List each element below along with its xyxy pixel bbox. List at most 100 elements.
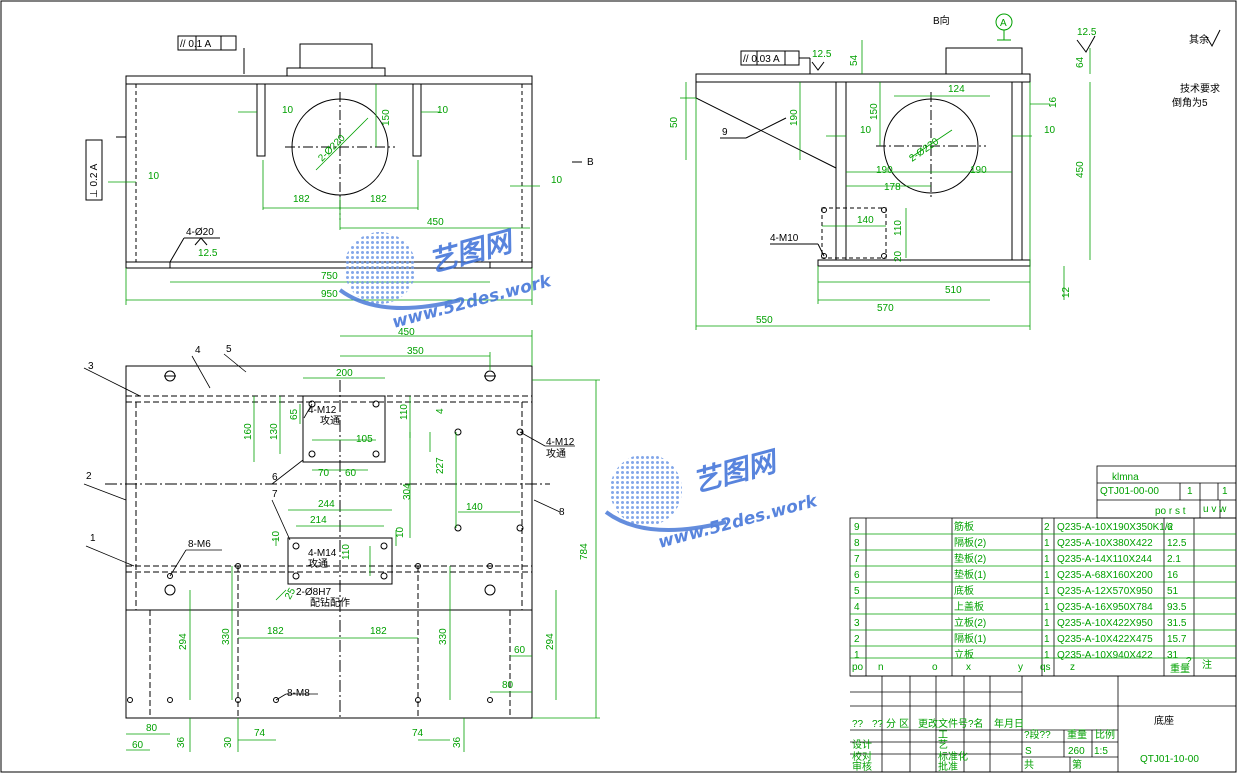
part-weight: 6 bbox=[1167, 522, 1173, 533]
hdr-z: z bbox=[1070, 662, 1075, 673]
part-material: Q235-A-68X160X200 bbox=[1057, 570, 1153, 581]
part-name: 底座 bbox=[1154, 714, 1174, 727]
part-qty: 2 bbox=[1044, 522, 1050, 533]
dim-top-36-r: 36 bbox=[452, 736, 463, 748]
dim-top-25: 25 bbox=[283, 586, 298, 602]
dim-side-570: 570 bbox=[877, 303, 894, 314]
top-dimension-lines bbox=[126, 330, 600, 752]
hdr-o: o bbox=[932, 662, 938, 673]
dim-top-160: 160 bbox=[243, 423, 254, 440]
dim-top-294-r: 294 bbox=[545, 633, 556, 650]
part-weight: 15.7 bbox=[1167, 634, 1187, 645]
dim-front-182-l: 182 bbox=[293, 194, 310, 205]
klmna-label: klmna bbox=[1112, 472, 1139, 483]
tech-title: 技术要求 bbox=[1180, 82, 1220, 95]
top-leaders bbox=[83, 353, 575, 701]
front-base-plate bbox=[125, 261, 533, 269]
dim-side-20: 20 bbox=[893, 250, 904, 262]
leader-4: 4 bbox=[195, 345, 201, 356]
side-rough-top-text: 12.5 bbox=[812, 49, 832, 60]
part-qty: 1 bbox=[1044, 554, 1050, 565]
part-qty: 1 bbox=[1044, 538, 1050, 549]
dim-top-4: 4 bbox=[435, 408, 446, 414]
side-roughness-corner: 12.5 bbox=[1076, 27, 1097, 53]
hdr-n: n bbox=[878, 662, 884, 673]
dim-side-12: 12 bbox=[1061, 286, 1072, 298]
misc-roughness-symbol bbox=[1205, 29, 1221, 48]
weight-value: 260 bbox=[1068, 746, 1085, 757]
dim-top-70: 70 bbox=[318, 468, 330, 479]
part-no: 1 bbox=[854, 650, 860, 661]
title-block bbox=[849, 465, 1237, 773]
side-rib bbox=[695, 82, 837, 169]
thread-m12-a: 4-M12 bbox=[308, 405, 337, 416]
stage-label: ?段?? bbox=[1024, 728, 1051, 741]
part-weight: 2.1 bbox=[1167, 554, 1181, 565]
front-perp-frame: ⊥ 0.2 A bbox=[85, 139, 103, 201]
left-label-1: 校对 bbox=[852, 750, 872, 763]
dim-top-10-a: 10 bbox=[271, 530, 282, 542]
part-weight: 93.5 bbox=[1167, 602, 1187, 613]
part-weight: 51 bbox=[1167, 586, 1179, 597]
leader-1: 1 bbox=[90, 533, 96, 544]
dim-top-60-l: 60 bbox=[132, 740, 144, 751]
dim-front-10-left: 10 bbox=[148, 171, 160, 182]
dim-top-80-l: 80 bbox=[146, 723, 158, 734]
side-pad-hidden bbox=[821, 207, 887, 259]
hdr-y: y bbox=[1018, 662, 1023, 673]
dim-side-190-b: 190 bbox=[970, 165, 987, 176]
dim-top-36-l: 36 bbox=[176, 736, 187, 748]
part-qty: 1 bbox=[1044, 570, 1050, 581]
misc-roughness-label: 其余 bbox=[1189, 33, 1209, 46]
leader-5: 5 bbox=[226, 344, 232, 355]
part-name-cell: 垫板(2) bbox=[954, 552, 986, 565]
section-arrow-b: B bbox=[572, 157, 594, 168]
scale-label: 比例 bbox=[1095, 728, 1115, 741]
part-name-cell: 隔板(1) bbox=[954, 632, 986, 645]
side-rough-corner-text: 12.5 bbox=[1077, 27, 1097, 38]
part-material: Q235-A-14X110X244 bbox=[1057, 554, 1152, 565]
part-material: Q235-A-16X950X784 bbox=[1057, 602, 1153, 613]
front-motor-block bbox=[299, 43, 373, 69]
dim-top-200: 200 bbox=[336, 368, 353, 379]
signature-labels: ?? ?? 分 区 更改文件号 ?名 年月日 设计 校对 审核 工 艺 标准化 … bbox=[852, 717, 1024, 773]
dim-top-74-l: 74 bbox=[254, 728, 266, 739]
part-weight: 12.5 bbox=[1167, 538, 1187, 549]
sig-label-6: 年月日 bbox=[994, 717, 1024, 730]
side-body bbox=[835, 81, 1023, 261]
part-name-cell: 底板 bbox=[954, 584, 974, 597]
part-material: Q235-A-10X422X950 bbox=[1057, 618, 1153, 629]
thread-m12-b-note: 攻通 bbox=[546, 447, 566, 460]
dim-top-214: 214 bbox=[310, 515, 327, 526]
part-no: 3 bbox=[854, 618, 860, 629]
dim-top-330-l: 330 bbox=[221, 628, 232, 645]
dim-top-304: 304 bbox=[402, 483, 413, 500]
dim-top-330-r: 330 bbox=[438, 628, 449, 645]
section-mark-b: B bbox=[587, 157, 594, 168]
dim-side-64: 64 bbox=[1075, 56, 1086, 68]
mid-label-1: 艺 bbox=[938, 739, 948, 751]
part-weight: 16 bbox=[1167, 570, 1179, 581]
watermark-2: 艺图网 www.52des.work bbox=[604, 444, 821, 553]
dim-top-80-r: 80 bbox=[502, 680, 514, 691]
sig-label-5: ?名 bbox=[968, 717, 984, 730]
dim-side-10-a: 10 bbox=[860, 125, 872, 136]
stage-s: S bbox=[1025, 746, 1032, 757]
leader-7: 7 bbox=[272, 489, 278, 500]
leader-8: 8 bbox=[559, 507, 565, 518]
dim-side-50: 50 bbox=[669, 116, 680, 128]
side-flatness-frame: // 0.03 A bbox=[740, 50, 811, 74]
sig-label-3: 区 bbox=[899, 718, 909, 730]
porst-label: po r s t bbox=[1155, 506, 1186, 517]
watermark-url-2: www.52des.work bbox=[656, 491, 821, 553]
watermark-brand-2: 艺图网 bbox=[689, 444, 783, 499]
weight-label: 重量 bbox=[1067, 728, 1087, 741]
front-holes-leader bbox=[169, 237, 220, 263]
watermark-brand-1: 艺图网 bbox=[425, 224, 519, 279]
mid-label-3: 批准 bbox=[938, 760, 958, 773]
part-name-cell: 筋板 bbox=[954, 520, 974, 533]
dim-top-350: 350 bbox=[407, 346, 424, 357]
top-view bbox=[105, 365, 550, 719]
front-flatness-text: // 0.1 A bbox=[180, 39, 211, 50]
